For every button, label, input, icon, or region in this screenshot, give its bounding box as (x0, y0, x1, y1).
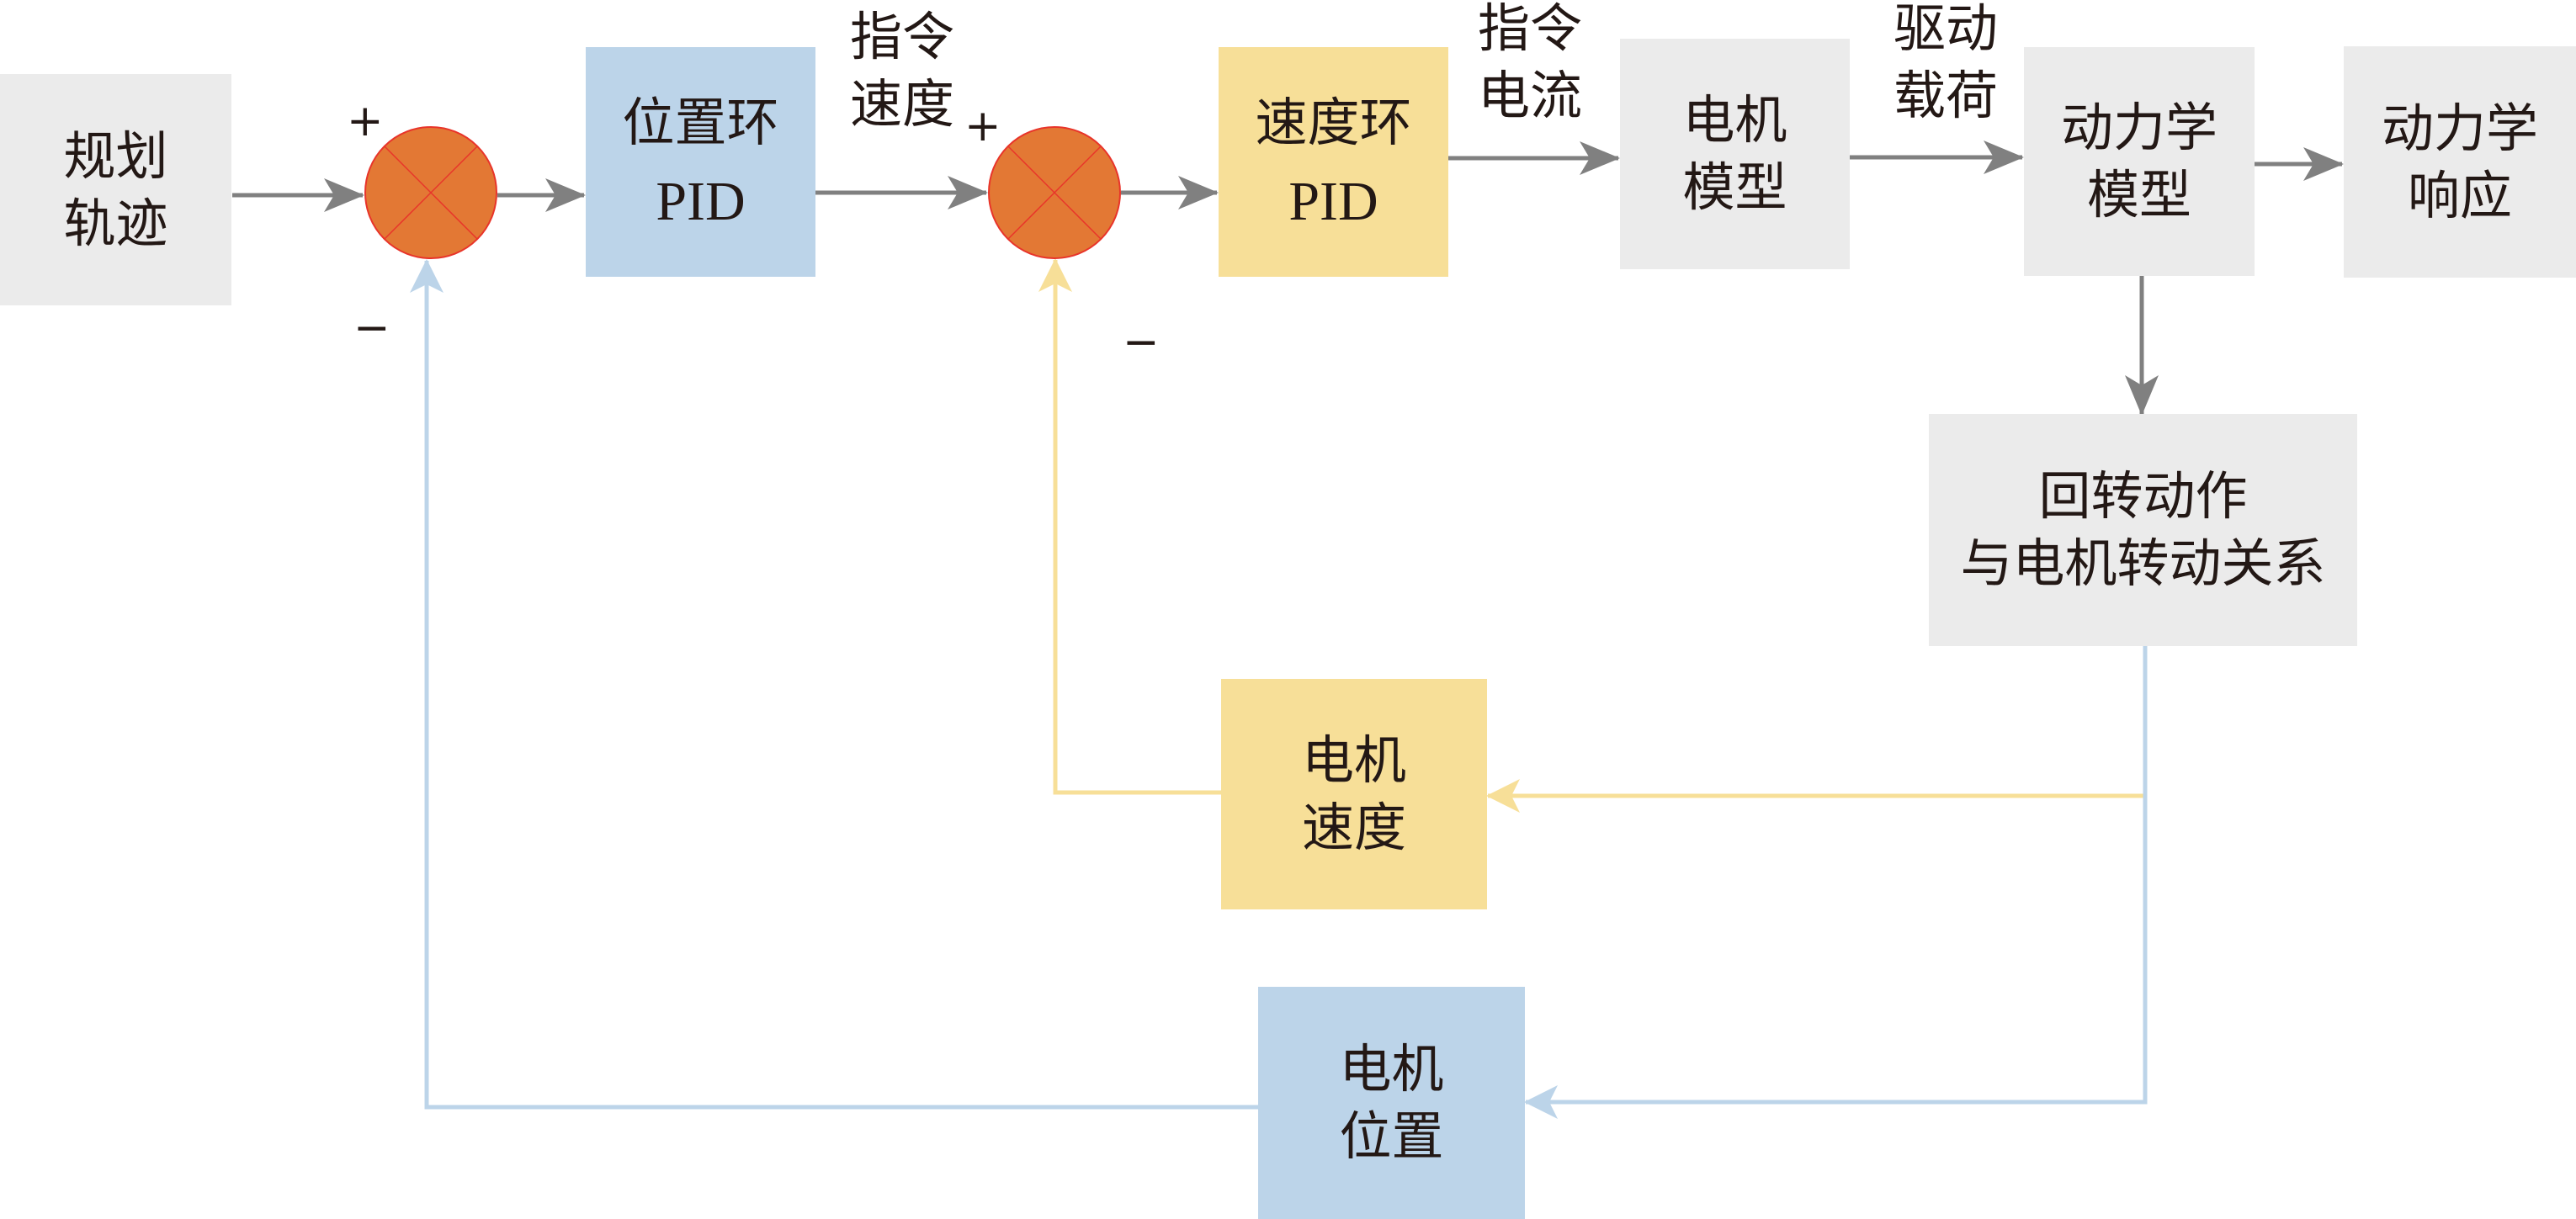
position-summing-junction (364, 126, 497, 259)
command-current-label: 指令 电流 (1478, 0, 1582, 130)
speed-pid-block: 速度环 PID (1219, 47, 1448, 277)
drive-load-label: 驱动 载荷 (1893, 0, 1998, 130)
command-current-line1: 指令 (1478, 0, 1583, 59)
speed-summing-junction (988, 126, 1121, 259)
position-pid-line2: PID (656, 170, 746, 232)
dynamics-response-line1: 动力学 (2381, 97, 2538, 159)
motor-model-line2: 模型 (1682, 156, 1787, 218)
motor-speed-block: 电机 速度 (1221, 679, 1487, 909)
position-sum-minus-sign: − (353, 303, 390, 353)
planned-trajectory-block: 规划 轨迹 (0, 74, 231, 305)
motor-model-line1: 电机 (1682, 89, 1787, 151)
position-pid-line1: 位置环 (622, 91, 779, 153)
command-speed-line2: 速度 (850, 73, 955, 135)
motor-position-line1: 电机 (1339, 1038, 1444, 1100)
command-speed-line1: 指令 (850, 6, 955, 67)
position-feedback-line-to-motor-position (1524, 646, 2148, 1119)
rotation-relation-line2: 与电机转动关系 (1960, 533, 2326, 594)
planned-trajectory-line2: 轨迹 (63, 192, 168, 254)
motor-position-line2: 位置 (1339, 1105, 1444, 1167)
motor-speed-line1: 电机 (1301, 729, 1406, 791)
motor-position-block: 电机 位置 (1258, 987, 1525, 1219)
position-pid-block: 位置环 PID (586, 47, 815, 277)
drive-load-line1: 驱动 (1893, 0, 1999, 59)
rotation-relation-block: 回转动作 与电机转动关系 (1929, 414, 2357, 646)
speed-pid-line1: 速度环 (1255, 91, 1412, 153)
planned-trajectory-line1: 规划 (63, 125, 168, 187)
dynamics-model-block: 动力学 模型 (2024, 47, 2255, 276)
position-sum-plus-sign: + (347, 96, 384, 146)
speed-sum-plus-sign: + (964, 101, 1001, 151)
motor-model-block: 电机 模型 (1620, 39, 1850, 269)
command-speed-label: 指令 速度 (850, 3, 954, 138)
command-current-line2: 电流 (1478, 65, 1583, 126)
speed-pid-line2: PID (1288, 170, 1378, 232)
dynamics-response-block: 动力学 响应 (2344, 46, 2576, 278)
rotation-relation-line1: 回转动作 (2038, 465, 2248, 527)
speed-sum-minus-sign: − (1123, 317, 1160, 368)
dynamics-model-line1: 动力学 (2060, 97, 2217, 158)
drive-load-line2: 载荷 (1893, 65, 1999, 126)
position-feedback-line-to-position-sum (410, 259, 1258, 1110)
speed-feedback-line-to-speed-sum (1038, 258, 1221, 795)
motor-speed-line2: 速度 (1301, 797, 1406, 858)
dynamics-response-line2: 响应 (2407, 164, 2512, 226)
dynamics-model-line2: 模型 (2086, 164, 2191, 225)
